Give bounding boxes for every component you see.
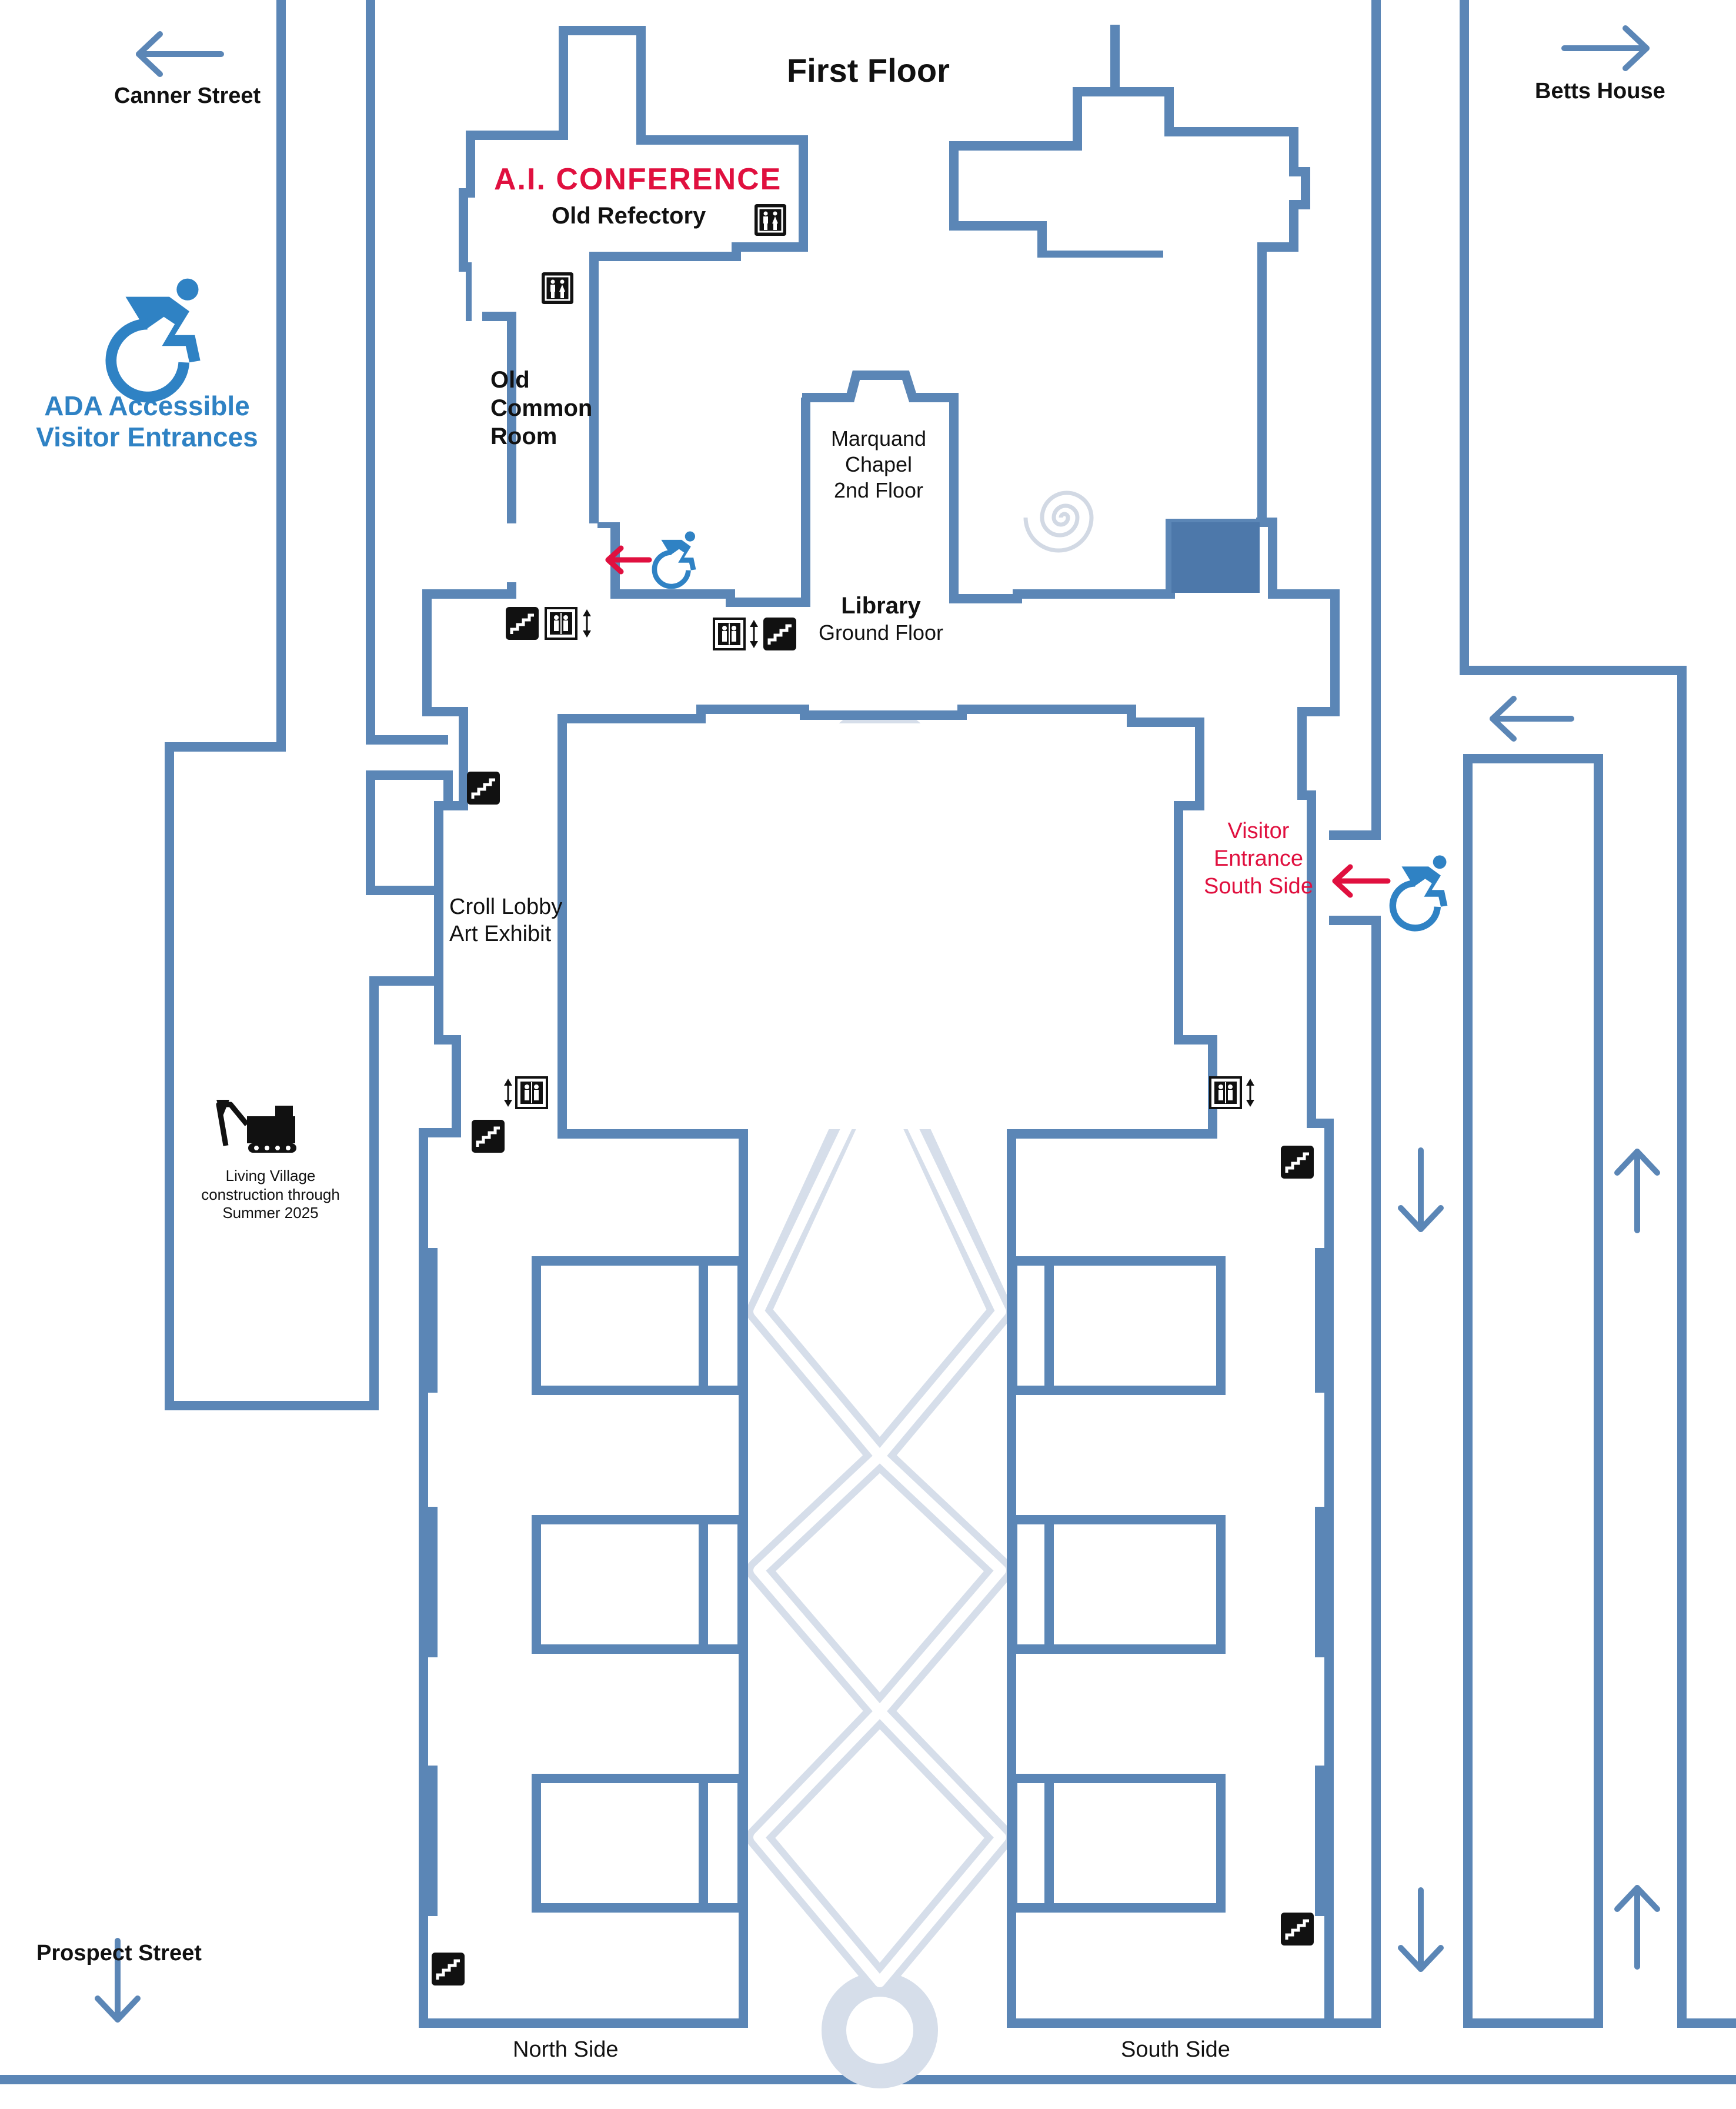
elevator-icon [1209, 1076, 1242, 1109]
conference-label: A.I. CONFERENCE [494, 162, 782, 196]
stairs-icon [763, 618, 796, 650]
arrow-icon [605, 545, 652, 575]
construction-label: Living Village construction through Summ… [201, 1167, 340, 1222]
betts-house-label: Betts House [1535, 79, 1665, 104]
croll-lobby-label: Croll Lobby Art Exhibit [449, 895, 563, 946]
library-label: Library Ground Floor [818, 593, 944, 645]
ada-heading: ADA Accessible Visitor Entrances [24, 391, 271, 453]
wing-rooms [532, 1256, 1226, 1913]
arrow-icon [136, 31, 224, 77]
wheelchair-icon [1393, 855, 1447, 928]
wheelchair-icon [655, 531, 696, 586]
south-circle [822, 1972, 938, 2088]
restroom-icon [753, 203, 787, 237]
elevator-icon [515, 1076, 548, 1109]
stairs-icon [467, 772, 500, 805]
courtyard-wall [557, 705, 1217, 1130]
stairs-icon [1281, 1913, 1314, 1946]
excavator-icon [216, 1100, 296, 1153]
arrow-icon [1490, 696, 1574, 742]
south-side-label: South Side [1121, 2037, 1230, 2062]
refectory-label: Old Refectory [552, 203, 706, 229]
ada-line-2: Visitor Entrances [36, 421, 258, 452]
common-room-label: Old Common Room [490, 367, 593, 449]
canner-walkway-right [366, 0, 448, 745]
entrance-arrows [605, 545, 1391, 898]
visitor-entrance-label: Visitor Entrance South Side [1204, 819, 1313, 899]
east-wall-inner [1329, 0, 1381, 840]
arrow-icon [1398, 1147, 1444, 1232]
spiral-icon [1023, 490, 1094, 553]
canner-walkway-left [165, 0, 440, 1410]
arrow-icon [1332, 864, 1391, 898]
stairs-icon [432, 1953, 465, 1985]
arrow-icon [95, 1938, 141, 2023]
direction-arrows [95, 25, 1660, 2023]
refectory-inner-wall [589, 252, 736, 523]
betts-walkway [1460, 0, 1736, 2028]
ada-line-1: ADA Accessible [44, 391, 250, 421]
east-median [1463, 754, 1603, 2028]
arrow-icon [1561, 25, 1650, 71]
stairs-icon [506, 607, 539, 640]
arrow-icon [1398, 1887, 1444, 1972]
arrow-icon [1614, 1885, 1660, 1970]
stairs-icon [472, 1120, 505, 1153]
canner-street-label: Canner Street [114, 84, 261, 108]
stairs-icon [1281, 1146, 1314, 1179]
elevator-icon [713, 618, 746, 650]
arrow-icon [1614, 1149, 1660, 1233]
east-wall-inner-lower [1329, 916, 1381, 2028]
tower-stair-block [1171, 522, 1260, 593]
chapel-label: Marquand Chapel 2nd Floor [830, 426, 927, 502]
north-side-label: North Side [513, 2037, 619, 2062]
common-room-wall [482, 312, 516, 523]
elevator-icon [545, 607, 577, 640]
restroom-icon [540, 271, 575, 305]
map-title: First Floor [787, 52, 950, 89]
wheelchair-icon [111, 279, 201, 397]
prospect-street-label: Prospect Street [36, 1941, 202, 1965]
